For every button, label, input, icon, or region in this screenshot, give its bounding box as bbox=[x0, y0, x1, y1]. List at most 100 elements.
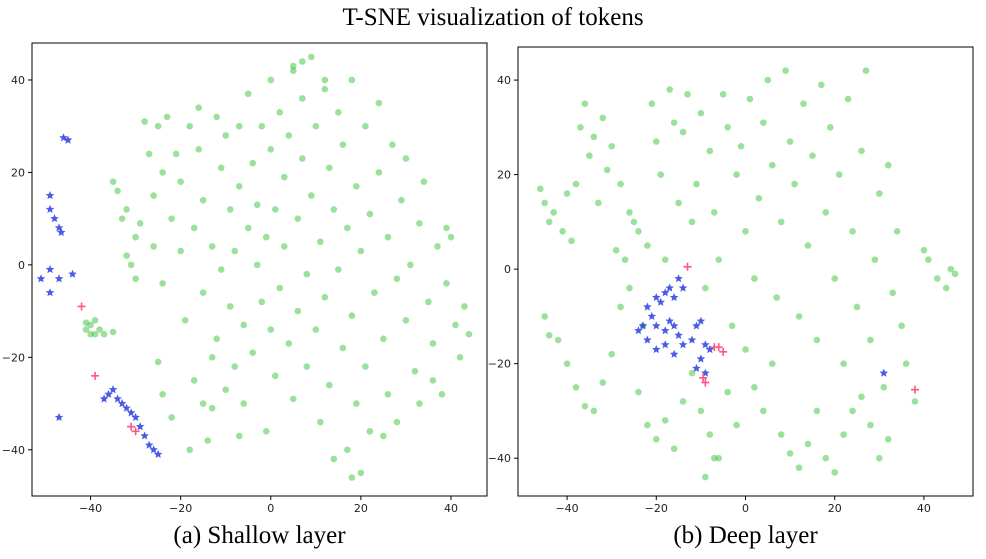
point-circle bbox=[371, 289, 378, 296]
point-circle bbox=[285, 340, 293, 347]
point-plus bbox=[699, 373, 708, 382]
point-circle bbox=[308, 53, 315, 61]
figure-title: T-SNE visualization of tokens bbox=[342, 4, 644, 31]
point-star bbox=[57, 228, 66, 237]
point-circle bbox=[791, 180, 798, 188]
point-circle bbox=[728, 322, 736, 330]
point-circle bbox=[195, 146, 202, 153]
point-circle bbox=[109, 178, 117, 185]
point-circle bbox=[768, 161, 776, 169]
point-star bbox=[678, 340, 688, 349]
point-circle bbox=[461, 303, 468, 310]
point-circle bbox=[893, 228, 901, 235]
point-circle bbox=[190, 377, 198, 384]
point-circle bbox=[818, 81, 825, 89]
point-star bbox=[104, 389, 113, 398]
point-star bbox=[669, 349, 679, 358]
point-circle bbox=[159, 280, 166, 287]
point-circle bbox=[563, 190, 571, 197]
point-star bbox=[678, 283, 688, 292]
point-circle bbox=[109, 328, 117, 336]
point-circle bbox=[630, 218, 638, 226]
point-star bbox=[696, 316, 706, 325]
point-circle bbox=[746, 95, 754, 103]
point-circle bbox=[835, 171, 843, 178]
point-circle bbox=[398, 196, 405, 204]
point-circle bbox=[572, 180, 580, 188]
y-tick-label: 20 bbox=[497, 169, 511, 182]
point-circle bbox=[603, 166, 611, 174]
point-circle bbox=[326, 164, 333, 172]
point-circle bbox=[267, 76, 275, 84]
point-circle bbox=[586, 152, 593, 160]
point-star bbox=[113, 394, 122, 403]
point-circle bbox=[235, 182, 243, 190]
point-circle bbox=[384, 391, 392, 398]
point-circle bbox=[635, 388, 642, 396]
point-circle bbox=[813, 407, 821, 415]
point-star bbox=[117, 399, 127, 408]
point-circle bbox=[456, 354, 464, 361]
point-circle bbox=[375, 169, 383, 176]
point-circle bbox=[688, 218, 696, 226]
y-tick-label: 20 bbox=[11, 166, 25, 179]
point-circle bbox=[294, 215, 302, 222]
point-star bbox=[652, 321, 661, 330]
point-circle bbox=[545, 332, 553, 339]
point-circle bbox=[308, 192, 315, 199]
point-circle bbox=[339, 344, 347, 352]
point-circle bbox=[258, 298, 266, 306]
point-circle bbox=[357, 469, 365, 477]
point-circle bbox=[208, 243, 216, 250]
point-circle bbox=[652, 138, 660, 145]
point-circle bbox=[163, 113, 171, 121]
point-circle bbox=[154, 358, 162, 366]
point-circle bbox=[867, 336, 874, 344]
point-circle bbox=[702, 473, 709, 481]
point-circle bbox=[764, 76, 772, 84]
point-plus bbox=[911, 385, 920, 394]
point-circle bbox=[416, 400, 423, 407]
point-circle bbox=[777, 431, 785, 438]
point-circle bbox=[298, 58, 306, 65]
point-circle bbox=[249, 349, 257, 357]
point-circle bbox=[258, 122, 266, 130]
point-circle bbox=[348, 76, 356, 84]
point-circle bbox=[335, 266, 342, 273]
point-star bbox=[36, 274, 46, 283]
point-plus bbox=[91, 371, 100, 380]
point-circle bbox=[947, 265, 954, 273]
point-star bbox=[149, 445, 158, 454]
point-circle bbox=[366, 210, 374, 218]
point-circle bbox=[353, 400, 360, 407]
point-circle bbox=[733, 421, 740, 429]
point-circle bbox=[644, 242, 651, 249]
point-circle bbox=[844, 95, 852, 103]
point-circle bbox=[150, 243, 157, 250]
point-star bbox=[660, 326, 670, 335]
point-circle bbox=[213, 335, 221, 343]
point-star bbox=[45, 265, 55, 274]
point-circle bbox=[594, 199, 602, 207]
point-circle bbox=[447, 233, 455, 241]
point-circle bbox=[244, 224, 252, 232]
point-circle bbox=[416, 219, 423, 227]
point-circle bbox=[590, 407, 598, 415]
point-circle bbox=[599, 379, 607, 386]
point-circle bbox=[661, 417, 669, 424]
point-star bbox=[122, 403, 131, 412]
point-circle bbox=[96, 326, 103, 333]
point-circle bbox=[760, 119, 767, 126]
point-plus bbox=[719, 347, 728, 356]
point-star bbox=[652, 292, 661, 302]
y-tick-label: −40 bbox=[488, 452, 511, 465]
point-circle bbox=[702, 284, 709, 292]
point-circle bbox=[902, 360, 910, 367]
point-circle bbox=[773, 294, 781, 301]
point-circle bbox=[344, 446, 351, 454]
point-star bbox=[665, 283, 674, 292]
point-star bbox=[665, 316, 674, 325]
point-circle bbox=[172, 150, 180, 158]
plot-frame bbox=[31, 42, 488, 497]
